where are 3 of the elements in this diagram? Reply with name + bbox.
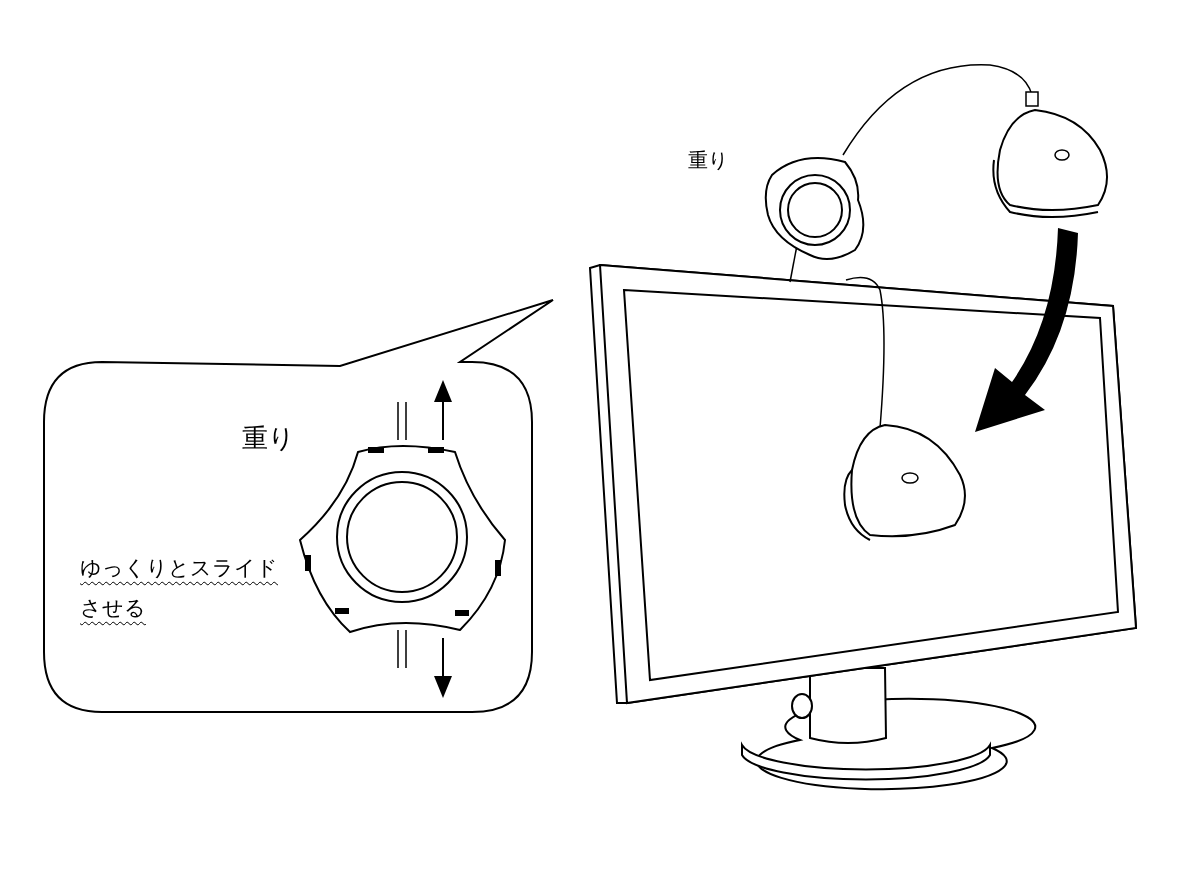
instruction-text: ゆっくりとスライドさせる: [80, 555, 279, 622]
part-label: 重り: [688, 147, 728, 174]
part-label: 重り: [242, 423, 295, 453]
